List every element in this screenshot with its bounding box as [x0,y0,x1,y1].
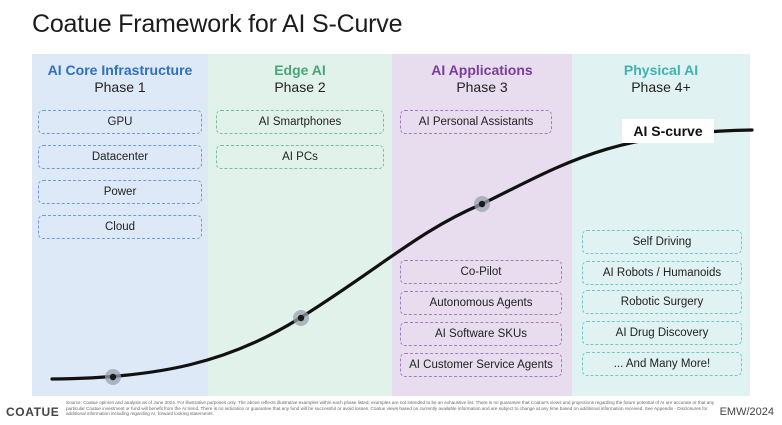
page-title: Coatue Framework for AI S-Curve [32,10,403,38]
phase-1-column: AI Core Infrastructure Phase 1 GPU Datac… [32,54,208,396]
item-self-driving: Self Driving [582,230,742,254]
item-robotic-surgery: Robotic Surgery [582,290,742,314]
s-curve-label: AI S-curve [622,119,714,143]
item-ai-pcs: AI PCs [216,145,384,169]
phase-2-title: Edge AI [274,62,326,78]
item-ai-customer-service-agents: AI Customer Service Agents [400,353,562,377]
item-co-pilot: Co-Pilot [400,260,562,284]
footer-tag: EMW/2024 [719,406,774,418]
phase-1-title: AI Core Infrastructure [47,62,193,78]
phase-3-column: AI Applications Phase 3 AI Personal Assi… [392,54,572,396]
source-footnote: Source: Coatue opinion and analysis as o… [66,400,715,417]
item-ai-software-skus: AI Software SKUs [400,322,562,346]
item-cloud: Cloud [38,215,202,239]
item-datacenter: Datacenter [38,145,202,169]
item-ai-drug-discovery: AI Drug Discovery [582,321,742,345]
phase-4-subtitle: Phase 4+ [631,79,691,95]
item-power: Power [38,180,202,204]
phase-2-subtitle: Phase 2 [274,79,326,95]
phase-4-column: Physical AI Phase 4+ Self Driving AI Rob… [572,54,750,396]
coatue-logo: COATUE [6,405,60,419]
phase-4-title: Physical AI [623,62,699,78]
item-gpu: GPU [38,110,202,134]
phase-3-title: AI Applications [431,62,533,78]
phase-2-column: Edge AI Phase 2 AI Smartphones AI PCs [208,54,392,396]
phase-3-subtitle: Phase 3 [456,79,508,95]
phase-1-subtitle: Phase 1 [94,79,146,95]
item-and-many-more: ... And Many More! [582,352,742,376]
item-autonomous-agents: Autonomous Agents [400,291,562,315]
item-ai-smartphones: AI Smartphones [216,110,384,134]
item-ai-robots-humanoids: AI Robots / Humanoids [582,261,742,285]
item-ai-personal-assistants: AI Personal Assistants [400,110,552,134]
